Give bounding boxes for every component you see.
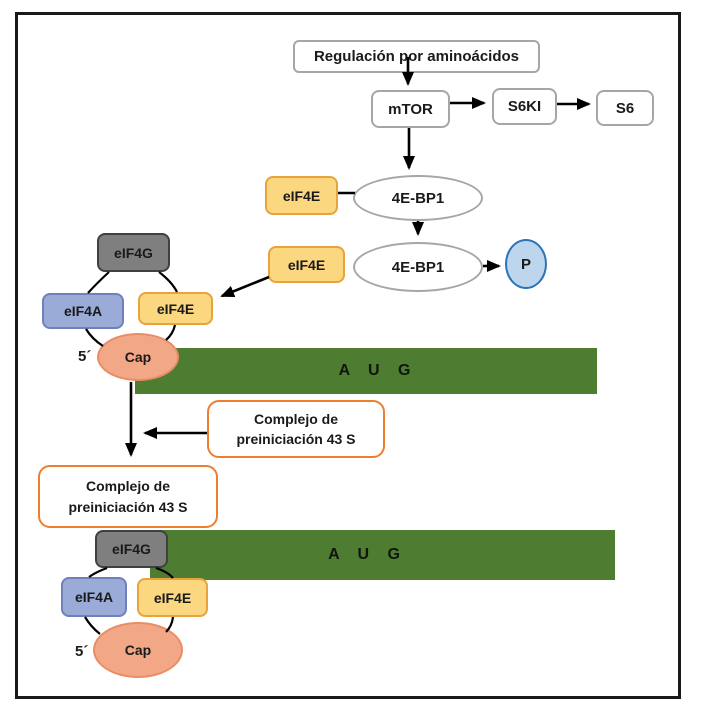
five-prime-top: 5´ [78, 348, 92, 365]
eif4a-top-complex: eIF4A [42, 293, 124, 329]
cap-top-complex: Cap [97, 333, 179, 381]
eif4a-bottom-complex: eIF4A [61, 577, 127, 617]
eif4e-free-top: eIF4E [265, 176, 338, 215]
4ebp1-ellipse-bottom: 4E-BP1 [353, 242, 483, 292]
s6ki-node: S6KI [492, 88, 557, 125]
eif4g-top-complex: eIF4G [97, 233, 170, 272]
aug-label-bottom: A U G [328, 546, 407, 563]
eif4e-bottom-complex: eIF4E [137, 578, 208, 617]
mrna-bar-top: A U G [135, 348, 597, 394]
preinit-left-line2: preiniciación 43 S [68, 498, 188, 515]
preinit-right-line2: preiniciación 43 S [236, 431, 356, 447]
eif4g-bottom-complex: eIF4G [95, 530, 168, 568]
five-prime-bottom: 5´ [75, 643, 89, 660]
mtor-node: mTOR [371, 90, 450, 128]
aug-label-top: A U G [338, 362, 418, 379]
preinit-left-line1: Complejo de [85, 478, 170, 495]
preinit-box-right: Complejo de preiniciación 43 S [207, 400, 385, 458]
mrna-bar-bottom: A U G [150, 530, 615, 580]
regulation-box: Regulación por aminoácidos [293, 40, 540, 73]
phosphate-node: P [505, 239, 547, 289]
cap-bottom-complex: Cap [93, 622, 183, 678]
eif4e-free-mid: eIF4E [268, 246, 345, 283]
eif4e-top-complex: eIF4E [138, 292, 213, 325]
preinit-right-line1: Complejo de [253, 410, 338, 427]
4ebp1-ellipse-top: 4E-BP1 [353, 175, 483, 221]
s6-node: S6 [596, 90, 654, 126]
preinit-box-left: Complejo de preiniciación 43 S [38, 465, 218, 528]
